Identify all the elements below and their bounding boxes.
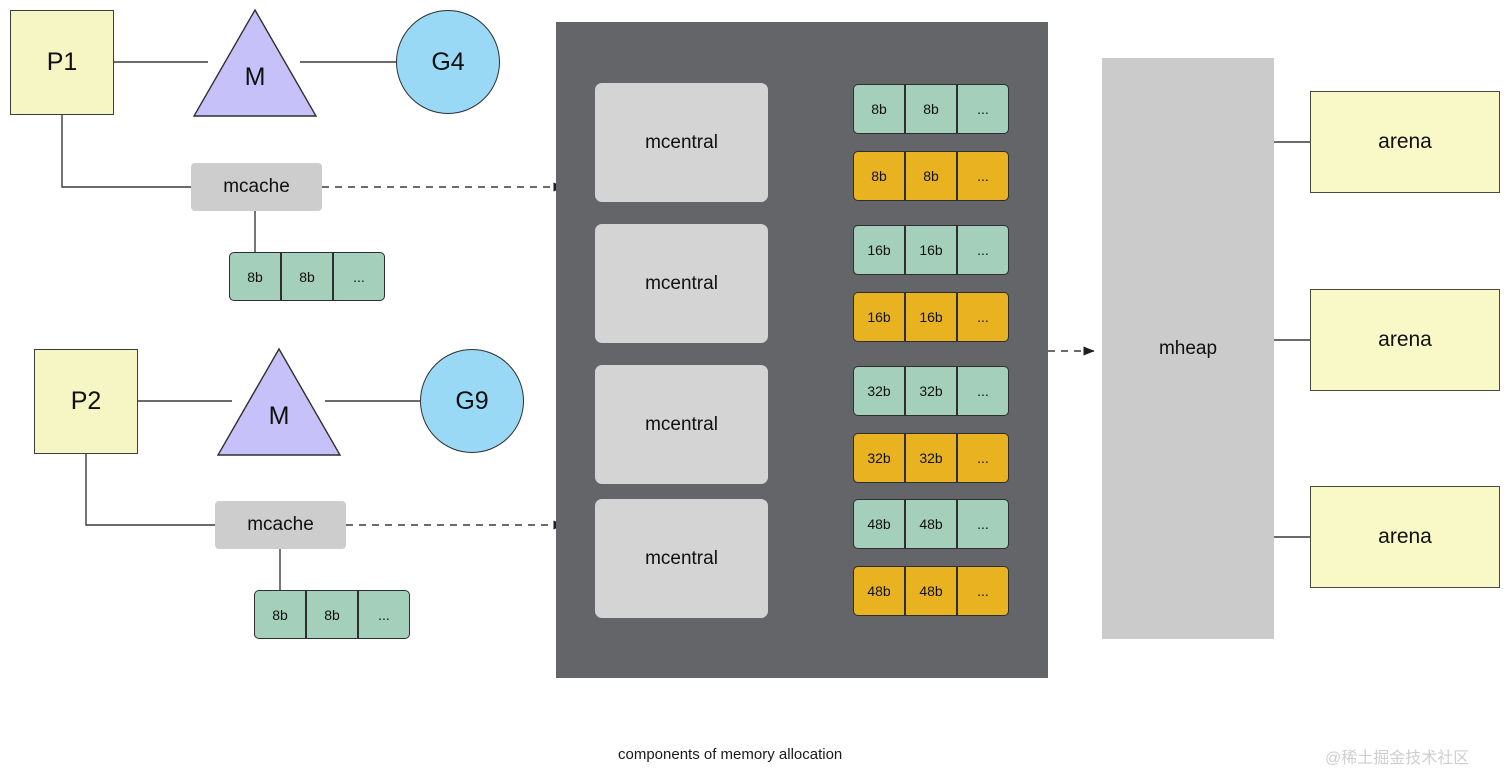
- span-cell[interactable]: 48b: [905, 499, 957, 549]
- span-cell[interactable]: 16b: [853, 292, 905, 342]
- span-cell[interactable]: 8b: [229, 252, 281, 301]
- machine-m1-label: M: [244, 63, 266, 91]
- span-cell[interactable]: ...: [957, 84, 1009, 134]
- mheap-box[interactable]: mheap: [1102, 58, 1274, 639]
- span-cell[interactable]: 32b: [905, 366, 957, 416]
- triangle-icon: [192, 8, 318, 117]
- mcache-p1-label: mcache: [223, 176, 290, 197]
- span-cell[interactable]: ...: [957, 566, 1009, 616]
- triangle-icon: [216, 347, 342, 456]
- span-cell[interactable]: 48b: [905, 566, 957, 616]
- processor-p1-label: P1: [46, 48, 78, 76]
- span-cell[interactable]: 8b: [281, 252, 333, 301]
- mcentral-2-empty-list: 16b 16b ...: [853, 292, 1009, 342]
- mcentral-box-3[interactable]: mcentral: [595, 365, 768, 484]
- mcentral-label: mcentral: [645, 413, 718, 435]
- mcentral-4-nonempty-list: 48b 48b ...: [853, 499, 1009, 549]
- mcentral-box-1[interactable]: mcentral: [595, 83, 768, 202]
- mcache-p2-label: mcache: [247, 514, 314, 535]
- arena-label: arena: [1378, 328, 1432, 351]
- mcache-p2-box[interactable]: mcache: [215, 501, 346, 549]
- machine-m2-label: M: [268, 402, 290, 430]
- mcentral-1-nonempty-list: 8b 8b ...: [853, 84, 1009, 134]
- mheap-label: mheap: [1158, 337, 1218, 359]
- mcentral-2-nonempty-list: 16b 16b ...: [853, 225, 1009, 275]
- mcentral-3-empty-list: 32b 32b ...: [853, 433, 1009, 483]
- span-cell[interactable]: 8b: [853, 84, 905, 134]
- span-cell[interactable]: ...: [957, 499, 1009, 549]
- span-cell[interactable]: ...: [333, 252, 385, 301]
- arena-box-1[interactable]: arena: [1310, 91, 1500, 193]
- mcache-p1-box[interactable]: mcache: [191, 163, 322, 211]
- span-cell[interactable]: 32b: [905, 433, 957, 483]
- span-cell[interactable]: 8b: [905, 84, 957, 134]
- goroutine-g9-circle[interactable]: G9: [420, 349, 524, 453]
- arena-box-3[interactable]: arena: [1310, 486, 1500, 588]
- mcentral-3-nonempty-list: 32b 32b ...: [853, 366, 1009, 416]
- span-cell[interactable]: ...: [957, 366, 1009, 416]
- machine-m2-triangle[interactable]: M: [216, 347, 342, 457]
- processor-p1-box[interactable]: P1: [10, 10, 114, 115]
- mcentral-box-4[interactable]: mcentral: [595, 499, 768, 618]
- span-cell[interactable]: 48b: [853, 566, 905, 616]
- watermark: @稀土掘金技术社区: [1325, 750, 1470, 767]
- span-cell[interactable]: 8b: [905, 151, 957, 201]
- span-cell[interactable]: ...: [957, 151, 1009, 201]
- processor-p2-label: P2: [70, 387, 102, 415]
- arena-label: arena: [1378, 130, 1432, 153]
- mcentral-label: mcentral: [645, 547, 718, 569]
- mcache-p2-span-list: 8b 8b ...: [254, 590, 410, 639]
- diagram-caption: components of memory allocation: [618, 746, 843, 763]
- mcentral-4-empty-list: 48b 48b ...: [853, 566, 1009, 616]
- span-cell[interactable]: 16b: [905, 225, 957, 275]
- span-cell[interactable]: 8b: [306, 590, 358, 639]
- arena-box-2[interactable]: arena: [1310, 289, 1500, 391]
- mcentral-box-2[interactable]: mcentral: [595, 224, 768, 343]
- span-cell[interactable]: ...: [358, 590, 410, 639]
- processor-p2-box[interactable]: P2: [34, 349, 138, 454]
- mcentral-label: mcentral: [645, 272, 718, 294]
- span-cell[interactable]: 16b: [853, 225, 905, 275]
- mcentral-1-empty-list: 8b 8b ...: [853, 151, 1009, 201]
- goroutine-g4-circle[interactable]: G4: [396, 10, 500, 114]
- span-cell[interactable]: 16b: [905, 292, 957, 342]
- span-cell[interactable]: ...: [957, 292, 1009, 342]
- span-cell[interactable]: 8b: [254, 590, 306, 639]
- goroutine-g9-label: G9: [455, 386, 489, 415]
- goroutine-g4-label: G4: [431, 47, 465, 76]
- mcache-p1-span-list: 8b 8b ...: [229, 252, 385, 301]
- mcentral-label: mcentral: [645, 131, 718, 153]
- span-cell[interactable]: 8b: [853, 151, 905, 201]
- span-cell[interactable]: 32b: [853, 366, 905, 416]
- span-cell[interactable]: 48b: [853, 499, 905, 549]
- span-cell[interactable]: 32b: [853, 433, 905, 483]
- span-cell[interactable]: ...: [957, 433, 1009, 483]
- arena-label: arena: [1378, 525, 1432, 548]
- span-cell[interactable]: ...: [957, 225, 1009, 275]
- machine-m1-triangle[interactable]: M: [192, 8, 318, 118]
